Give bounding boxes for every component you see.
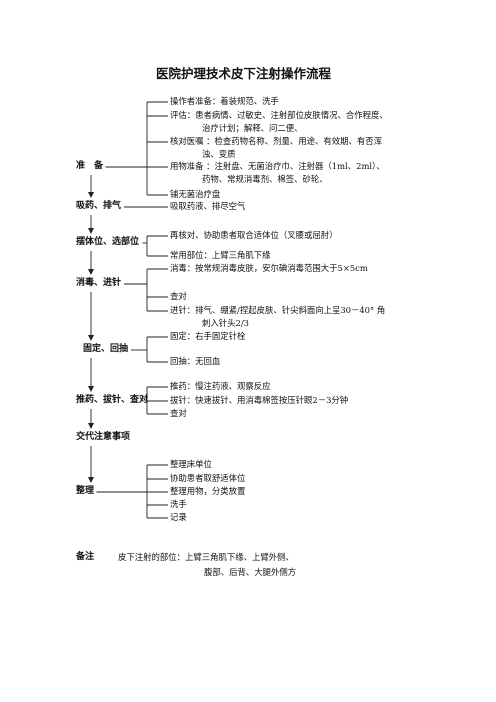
step-6-item-3: 查对 bbox=[170, 408, 187, 418]
note-line-1: 皮下注射的部位：上臂三角肌下缘、上臂外侧、 bbox=[118, 552, 294, 562]
step-label-4: 消毒、进针 bbox=[76, 278, 122, 288]
step-4-item-1: 消毒：按常规消毒皮肤，安尔碘消毒范围大于5×5cm bbox=[170, 263, 368, 273]
step-8-item-3: 整理用物，分类放置 bbox=[170, 486, 246, 496]
step-1-item-5: 铺无菌治疗盘 bbox=[170, 189, 221, 199]
page-title: 医院护理技术皮下注射操作流程 bbox=[156, 66, 332, 81]
note-label: 备注 bbox=[76, 552, 95, 562]
step-3-item-2: 常用部位：上臂三角肌下缘 bbox=[170, 250, 271, 260]
step-3-item-1: 再核对、协助患者取合适体位（叉腰或屈肘） bbox=[170, 230, 338, 240]
step-1-item-2-cont: 治疗计划；解释、问二便、 bbox=[202, 123, 303, 133]
flow-arrowhead-6 bbox=[88, 423, 94, 429]
step-5-item-1: 固定：右手固定针栓 bbox=[170, 331, 246, 341]
step-label-7: 交代注意事项 bbox=[76, 432, 131, 442]
step-1-item-3: 核对医嘱 ：检查药物名称、剂量、用途、有效期、有否浑 bbox=[170, 136, 383, 146]
flow-arrowhead-2 bbox=[88, 228, 94, 234]
step-1-item-3-cont: 浊、变质 bbox=[202, 149, 236, 159]
step-2-item-1: 吸取药液、排尽空气 bbox=[170, 201, 246, 211]
step-6-item-2: 拔针：快速拔针、用消毒棉签按压针眼2－3分钟 bbox=[170, 395, 349, 405]
step-label-3: 摆体位、选部位 bbox=[76, 237, 140, 247]
step-1-item-2: 评估：患者病情、过敏史、注射部位皮肤情况、合作程度、 bbox=[170, 110, 388, 120]
step-1-item-4-cont: 药物、常规消毒剂、棉签、砂轮、 bbox=[202, 174, 328, 184]
step-label-5: 固定、回抽 bbox=[83, 344, 129, 354]
flow-arrowhead-4 bbox=[88, 335, 94, 341]
flow-arrowhead-5 bbox=[88, 386, 94, 392]
note-line-2: 腹部、后背、大腿外侧方 bbox=[204, 567, 297, 577]
flow-arrowhead-7 bbox=[88, 477, 94, 483]
step-8-item-1: 整理床单位 bbox=[170, 459, 212, 469]
step-label-8: 整理 bbox=[76, 486, 95, 496]
step-4-item-3: 进针：排气、绷紧/捏起皮肤、针尖斜面向上呈30－40° 角 bbox=[170, 305, 386, 315]
step-5-item-2: 回抽：无回血 bbox=[170, 356, 221, 366]
step-label-1: 准 备 bbox=[76, 161, 104, 171]
flow-arrowhead-1 bbox=[88, 192, 94, 198]
step-4-item-3-cont: 刺入针头2/3 bbox=[202, 318, 249, 328]
step-8-item-5: 记录 bbox=[170, 512, 187, 522]
step-1-item-4: 用物准备 ：注射盘、无菌治疗巾、注射器（1ml、2ml）、 bbox=[170, 161, 385, 171]
step-label-2: 吸药、排气 bbox=[76, 201, 122, 211]
step-label-6: 推药、拔针、查对 bbox=[76, 395, 149, 405]
step-8-item-2: 协助患者取舒适体位 bbox=[170, 473, 246, 483]
flow-arrowhead-3 bbox=[88, 269, 94, 275]
step-4-item-2: 查对 bbox=[170, 291, 187, 301]
step-8-item-4: 洗手 bbox=[170, 499, 187, 509]
step-1-item-1: 操作者准备：着装规范、洗手 bbox=[170, 96, 279, 106]
step-6-item-1: 推药：慢注药液、观察反应 bbox=[170, 381, 271, 391]
